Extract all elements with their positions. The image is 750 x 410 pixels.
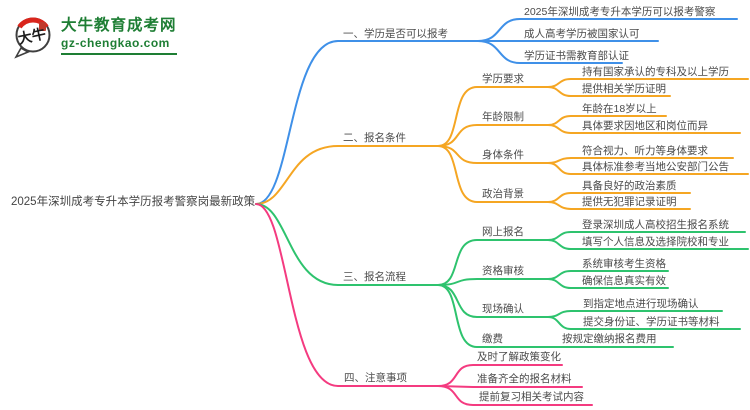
branch-notes-label: 四、注意事项 [344,372,407,384]
leaf-node: 系统审核考生资格 [582,258,666,270]
leaf-node: 具体标准参考当地公安部门公告 [582,161,729,173]
leaf-node: 提前复习相关考试内容 [479,391,584,403]
leaf-node: 登录深圳成人高校招生报名系统 [582,219,729,231]
leaf-node: 2025年深圳成考专升本学历可以报考警察 [524,6,716,18]
leaf-node: 具备良好的政治素质 [582,180,677,192]
leaf-node: 学历证书需教育部认证 [524,50,629,62]
site-logo[interactable]: 大牛 大牛教育成考网 gz-chengkao.com [12,13,177,59]
logo-domain: gz-chengkao.com [61,36,170,50]
sub-topic: 网上报名 [482,226,524,238]
logo-icon-characters: 大牛 [16,25,47,46]
leaf-node: 提交身份证、学历证书等材料 [583,316,720,328]
sub-topic: 现场确认 [482,303,524,315]
leaf-node: 持有国家承认的专科及以上学历 [582,66,729,78]
branch-eligibility-lines [255,18,738,205]
branch-conditions-label: 二、报名条件 [343,132,406,144]
leaf-node: 提供相关学历证明 [582,83,666,95]
leaf-node: 具体要求因地区和岗位而异 [582,120,708,132]
sub-topic: 学历要求 [482,73,524,85]
leaf-node: 提供无犯罪记录证明 [582,196,677,208]
branch-conditions-lines [255,78,749,210]
sub-topic: 资格审核 [482,265,524,277]
branch-process-label: 三、报名流程 [343,271,406,283]
leaf-node: 按规定缴纳报名费用 [562,333,657,345]
root-topic: 2025年深圳成考专升本学历报考警察岗最新政策 [11,196,256,208]
leaf-node: 成人高考学历被国家认可 [524,28,640,40]
logo-bubble-icon: 大牛 [14,17,51,59]
sub-topic: 年龄限制 [482,111,524,123]
sub-topic: 政治背景 [482,188,524,200]
leaf-node: 年龄在18岁以上 [582,103,657,115]
leaf-node: 确保信息真实有效 [582,275,666,287]
sub-topic: 缴费 [482,333,503,345]
leaf-node: 准备齐全的报名材料 [477,373,572,385]
logo-text-block: 大牛教育成考网 gz-chengkao.com [61,13,177,55]
branch-eligibility-label: 一、学历是否可以报考 [343,28,448,40]
leaf-node: 到指定地点进行现场确认 [583,298,699,310]
leaf-node: 及时了解政策变化 [477,351,561,363]
leaf-node: 符合视力、听力等身体要求 [582,145,708,157]
branch-notes-lines [255,203,593,406]
branch-process-lines [255,203,749,348]
leaf-node: 填写个人信息及选择院校和专业 [582,236,729,248]
sub-topic: 身体条件 [482,149,524,161]
logo-title: 大牛教育成考网 [61,17,177,34]
